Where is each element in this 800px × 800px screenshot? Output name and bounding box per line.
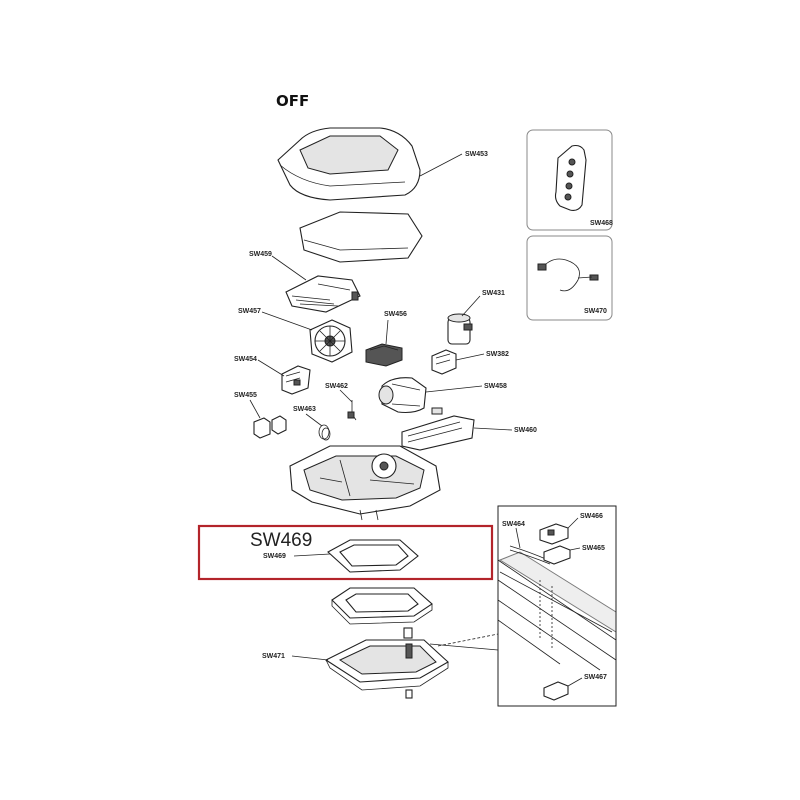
label-sw459: SW459	[249, 251, 272, 258]
part-sw455-filters	[253, 415, 287, 439]
part-sw468-remote	[526, 129, 613, 231]
label-sw467: SW467	[584, 674, 607, 681]
label-sw462: SW462	[325, 383, 348, 390]
label-sw455: SW455	[234, 392, 257, 399]
label-sw453: SW453	[465, 151, 488, 158]
part-inner-cover	[299, 211, 423, 263]
part-sw466-connector	[539, 523, 569, 545]
label-sw457: SW457	[238, 308, 261, 315]
brand-logo: OFF	[276, 92, 309, 110]
label-sw470: SW470	[584, 308, 607, 315]
label-sw463: SW463	[293, 406, 316, 413]
part-sw465-socket	[543, 545, 571, 565]
label-sw460: SW460	[514, 427, 537, 434]
highlight-title: SW469	[250, 530, 312, 551]
label-sw464: SW464	[502, 521, 525, 528]
part-sw463-spring	[318, 424, 331, 441]
part-base-pan	[289, 445, 441, 521]
highlight-box	[197, 524, 494, 581]
part-sw460-duct	[401, 407, 475, 451]
label-sw456: SW456	[384, 311, 407, 318]
part-sw457-fan	[309, 319, 353, 363]
part-sw431-compressor	[447, 313, 473, 345]
part-sw459-coil	[285, 275, 361, 313]
part-sw467-clip	[543, 681, 569, 701]
label-sw454: SW454	[234, 356, 257, 363]
part-sw458-blower	[378, 377, 427, 414]
label-sw458: SW458	[484, 383, 507, 390]
label-sw466: SW466	[580, 513, 603, 520]
part-sw456-control-box	[365, 343, 403, 367]
part-sw454-pcb	[281, 365, 311, 395]
part-sw471-ceiling-assembly	[324, 627, 449, 699]
label-sw431: SW431	[482, 290, 505, 297]
part-mounting-frame	[331, 587, 433, 625]
label-sw382: SW382	[486, 351, 509, 358]
label-sw468: SW468	[590, 220, 613, 227]
part-sw462-thermistor	[347, 400, 357, 421]
label-sw465: SW465	[582, 545, 605, 552]
label-sw469: SW469	[263, 553, 286, 560]
part-sw469-gasket	[327, 539, 419, 573]
part-sw453-shroud	[277, 127, 421, 201]
part-sw382-board	[431, 349, 457, 375]
label-sw471: SW471	[262, 653, 285, 660]
part-sw470-cable	[526, 235, 613, 321]
